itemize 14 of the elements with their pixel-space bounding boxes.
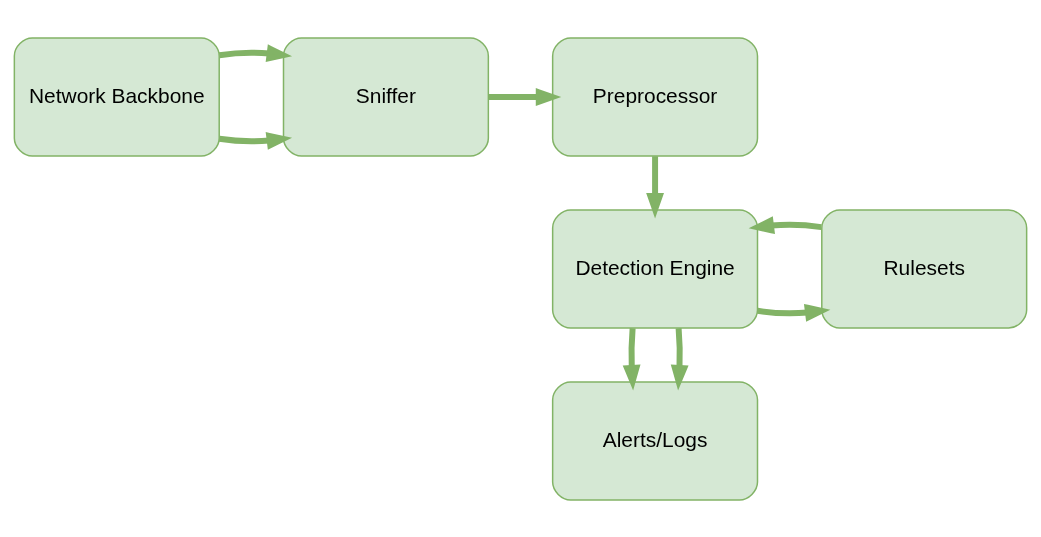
node-box: Preprocessor xyxy=(551,36,759,157)
arrow xyxy=(748,215,822,234)
node-box: Alerts/Logs xyxy=(551,380,759,501)
arrow xyxy=(218,43,293,62)
arrow xyxy=(670,327,689,390)
arrow xyxy=(622,327,641,390)
node-box: Network Backbone xyxy=(13,36,220,157)
arrow xyxy=(757,303,831,322)
arrow xyxy=(218,131,293,150)
arrow xyxy=(488,87,562,106)
node-box: Detection Engine xyxy=(551,208,759,329)
node-box: Rulesets xyxy=(821,208,1028,329)
arrow xyxy=(646,155,664,219)
node-box: Sniffer xyxy=(282,36,490,157)
